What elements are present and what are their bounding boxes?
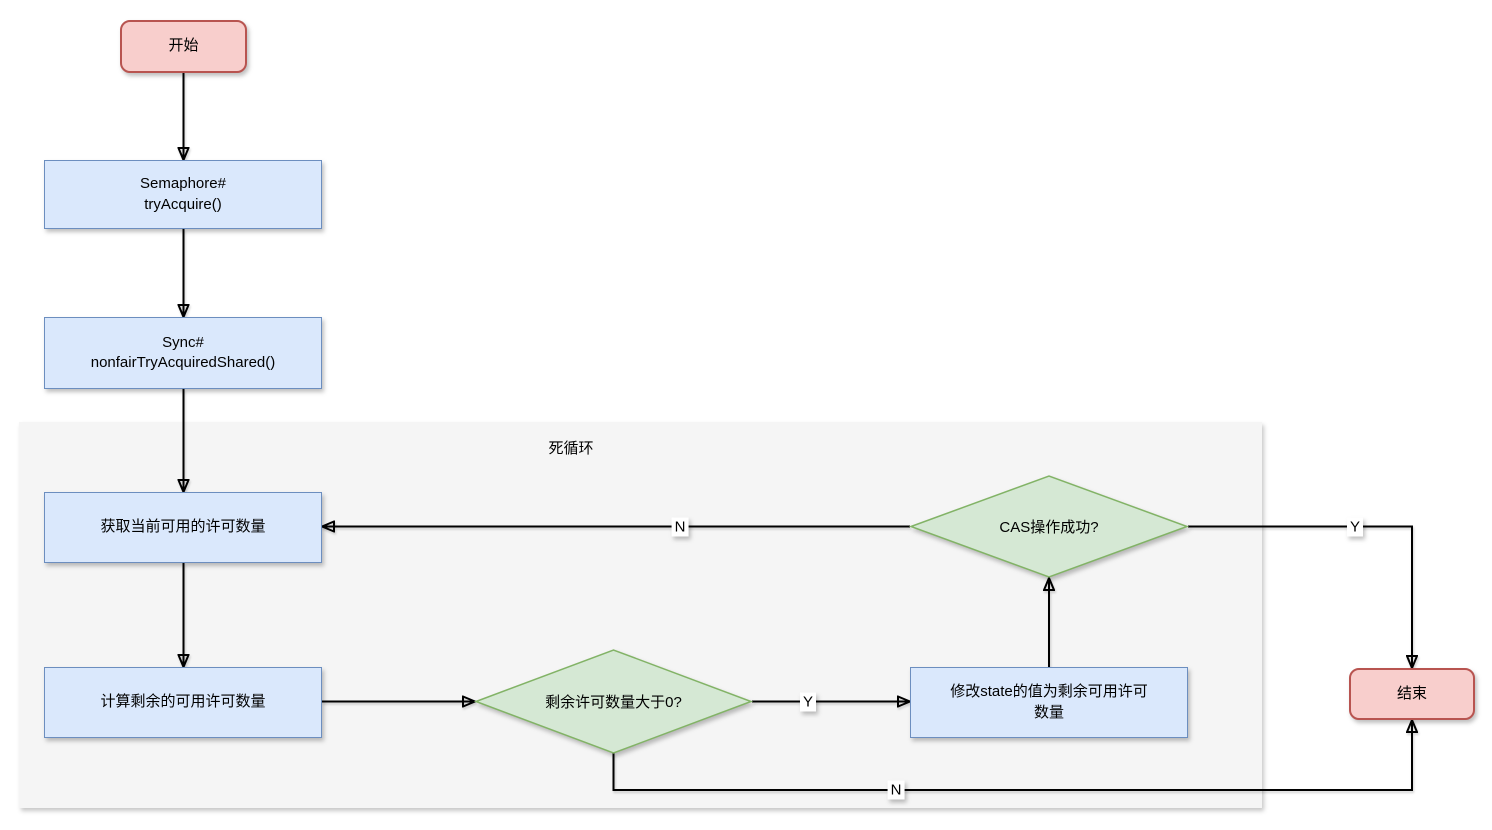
node-cas-success: CAS操作成功? [910,475,1188,578]
node-calc-remaining-permits: 计算剩余的可用许可数量 [44,667,322,738]
node-modify-state: 修改state的值为剩余可用许可 数量 [910,667,1188,738]
loop-region-label: 死循环 [548,440,594,457]
node-try-acquire: Semaphore# tryAcquire() [44,160,322,229]
node-modify-state-label: 修改state的值为剩余可用许可 数量 [950,683,1148,721]
node-try-acquire-label: Semaphore# tryAcquire() [140,175,226,213]
edge-label-remaining-yes: Y [799,692,817,712]
node-nonfair-try-acquired-shared: Sync# nonfairTryAcquiredShared() [44,317,322,389]
node-start-label: 开始 [168,37,199,55]
node-remaining-gt-zero-label: 剩余许可数量大于0? [545,694,682,711]
node-calc-remaining-permits-label: 计算剩余的可用许可数量 [100,693,266,711]
node-start: 开始 [120,20,247,73]
node-remaining-gt-zero: 剩余许可数量大于0? [475,649,752,754]
node-cas-success-label: CAS操作成功? [999,519,1099,536]
edge-label-cas-yes: Y [1346,517,1364,537]
diamond-cas-success-shape [908,475,1190,578]
edge-cas-end [1188,525,1412,669]
node-end: 结束 [1349,668,1475,720]
node-get-available-permits-label: 获取当前可用的许可数量 [100,518,266,536]
node-end-label: 结束 [1396,684,1427,702]
edge-label-cas-no: N [671,517,689,537]
node-get-available-permits: 获取当前可用的许可数量 [44,492,322,563]
edge-label-remaining-no: N [887,780,905,800]
node-nonfair-try-acquired-shared-label: Sync# nonfairTryAcquiredShared() [90,333,276,371]
edge-remaining-end [612,720,1413,791]
diamond-remaining-gt-zero-shape [473,649,754,754]
